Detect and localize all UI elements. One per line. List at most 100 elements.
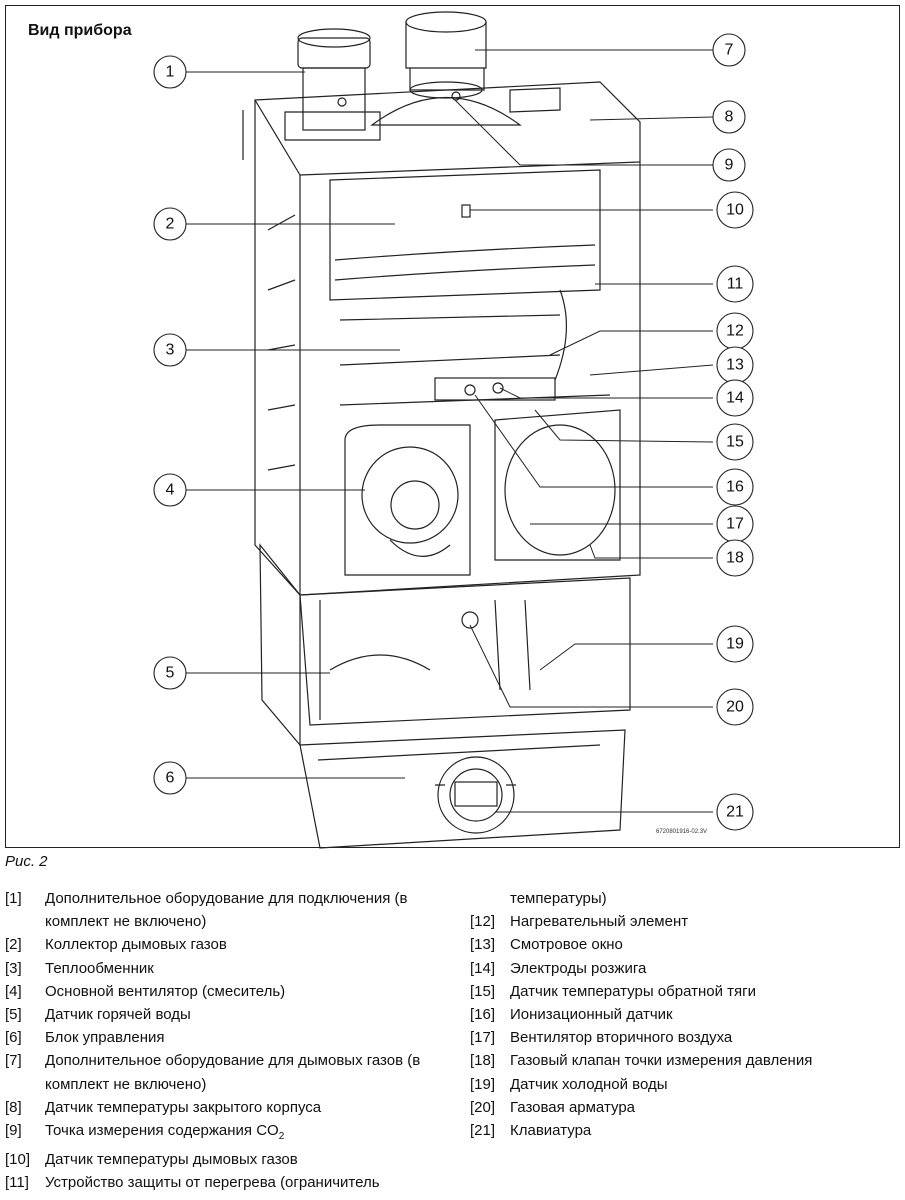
- legend-item-11: [11] Устройство защиты от перегрева (огра…: [5, 1171, 445, 1194]
- legend-text: комплект не включено): [45, 1075, 207, 1093]
- legend-text: Электроды розжига: [510, 959, 647, 977]
- legend-item-7: [7] Дополнительное оборудование для дымов…: [5, 1049, 445, 1072]
- legend-text: Ионизационный датчик: [510, 1006, 673, 1024]
- legend-num: [3]: [5, 959, 22, 977]
- legend-item-15: [15] Датчик температуры обратной тяги: [470, 980, 890, 1003]
- legend-item-3: [3] Теплообменник: [5, 957, 445, 980]
- figure-code: 6720801916-02.3V: [656, 829, 708, 835]
- callout-label-7: 7: [725, 42, 734, 59]
- legend-item-1-cont: комплект не включено): [5, 910, 445, 933]
- legend-num: [1]: [5, 890, 22, 907]
- callout-label-3: 3: [166, 342, 175, 359]
- legend-text: Основной вентилятор (смеситель): [45, 982, 286, 1000]
- legend-text: Клавиатура: [510, 1122, 592, 1140]
- callout-19: [716, 625, 754, 663]
- legend-text: Датчик температуры закрытого корпуса: [45, 1098, 322, 1116]
- legend-num: [8]: [5, 1098, 22, 1116]
- legend-text: Смотровое окно: [510, 936, 623, 954]
- gas-valve-section: [259, 543, 631, 747]
- callout-label-1: 1: [166, 64, 175, 81]
- legend-text: Датчик температуры обратной тяги: [510, 982, 756, 1000]
- legend-text: Теплообменник: [45, 959, 154, 977]
- legend-text: комплект не включено): [45, 913, 207, 931]
- callout-label-11: 11: [727, 276, 744, 293]
- callout-label-19: 19: [726, 636, 744, 653]
- callout-label-4: 4: [166, 482, 175, 499]
- callout-label-6: 6: [166, 770, 175, 787]
- callout-label-17: 17: [726, 516, 744, 533]
- control-unit-drawing: [299, 729, 626, 849]
- callout-14: [716, 379, 754, 417]
- legend-num: [4]: [5, 982, 22, 1000]
- main-fan: [344, 424, 471, 576]
- legend-num: [20]: [470, 1098, 496, 1116]
- legend-item-19: [19] Датчик холодной воды: [470, 1073, 890, 1096]
- casing: [242, 81, 641, 596]
- legend-num: [15]: [470, 982, 496, 1000]
- legend-item-8: [8] Датчик температуры закрытого корпуса: [5, 1096, 445, 1119]
- legend-num: [7]: [5, 1052, 22, 1070]
- legend-text: Блок управления: [45, 1029, 165, 1047]
- legend-num: [9]: [5, 1122, 22, 1140]
- legend-num: [21]: [470, 1122, 496, 1140]
- callout-21: [716, 793, 754, 831]
- legend-text: Устройство защиты от перегрева (ограничи…: [45, 1174, 380, 1192]
- legend-text: Дополнительное оборудование для дымовых …: [45, 1052, 421, 1070]
- callout-label-2: 2: [166, 216, 175, 233]
- legend-item-13: [13]Смотровое окно: [470, 933, 890, 956]
- legend-item-2: [2]Коллектор дымовых газов: [5, 933, 445, 956]
- flue-pipe-left: [284, 28, 381, 141]
- callout-label-15: 15: [726, 434, 744, 451]
- callout-20: [716, 688, 754, 726]
- callout-label-13: 13: [726, 357, 744, 374]
- legend-text: Дополнительное оборудование для подключе…: [45, 890, 408, 907]
- legend-num: [19]: [470, 1075, 496, 1093]
- legend-num: [5]: [5, 1006, 22, 1024]
- callout-15: [716, 423, 754, 461]
- callout-3: [153, 333, 187, 367]
- legend-text: Датчик температуры дымовых газов: [45, 1151, 298, 1169]
- callout-label-18: 18: [726, 550, 744, 567]
- callout-label-20: 20: [726, 699, 744, 716]
- figure-caption: Рис. 2: [5, 853, 48, 870]
- callout-8: [712, 100, 746, 134]
- legend-item-4: [4] Основной вентилятор (смеситель): [5, 980, 445, 1003]
- legend-text: Датчик холодной воды: [510, 1075, 668, 1093]
- figure-title: Вид прибора: [28, 22, 132, 39]
- legend-num: [10]: [5, 1151, 31, 1169]
- legend-item-18: [18]Газовый клапан точки измерения давле…: [470, 1049, 890, 1072]
- legend-num: [2]: [5, 936, 22, 954]
- callout-18: [716, 539, 754, 577]
- callout-1: [153, 55, 187, 89]
- legend-item-1: [1] Дополнительное оборудование для подкл…: [5, 887, 445, 910]
- callout-label-14: 14: [726, 390, 744, 407]
- legend-item-10: [10] Датчик температуры дымовых газов: [5, 1148, 445, 1171]
- legend-item-11-cont: температуры): [470, 887, 890, 910]
- legend-item-9: [9]Точка измерения содержания CO2: [5, 1119, 445, 1148]
- callout-label-16: 16: [726, 479, 744, 496]
- legend-item-7-cont: комплект не включено): [5, 1073, 445, 1096]
- leader-lines: [186, 49, 714, 813]
- device-diagram: 1 2 3 4 5 6 7 8 9 10 11 12 13 14 15 16 1…: [153, 11, 754, 849]
- callout-6: [153, 761, 187, 795]
- legend-text: Нагревательный элемент: [510, 913, 689, 931]
- legend-item-17: [17]Вентилятор вторичного воздуха: [470, 1026, 890, 1049]
- secondary-fan: [494, 409, 621, 561]
- callout-11: [716, 265, 754, 303]
- legend-num: [17]: [470, 1029, 496, 1047]
- figure-frame: [5, 5, 900, 848]
- legend-num: [12]: [470, 913, 496, 931]
- callout-7: [712, 33, 746, 67]
- legend-left: [1] Дополнительное оборудование для подкл…: [5, 887, 445, 1195]
- legend-item-16: [16] Ионизационный датчик: [470, 1003, 890, 1026]
- callout-label-5: 5: [166, 665, 175, 682]
- legend-num: [18]: [470, 1052, 496, 1070]
- heat-exchanger: [329, 169, 611, 406]
- legend-num: [11]: [5, 1174, 29, 1192]
- callout-10: [716, 191, 754, 229]
- callout-label-12: 12: [726, 323, 744, 340]
- legend-item-20: [20]Газовая арматура: [470, 1096, 890, 1119]
- legend-item-14: [14]Электроды розжига: [470, 957, 890, 980]
- legend-num: [16]: [470, 1006, 496, 1024]
- legend-item-21: [21] Клавиатура: [470, 1119, 890, 1142]
